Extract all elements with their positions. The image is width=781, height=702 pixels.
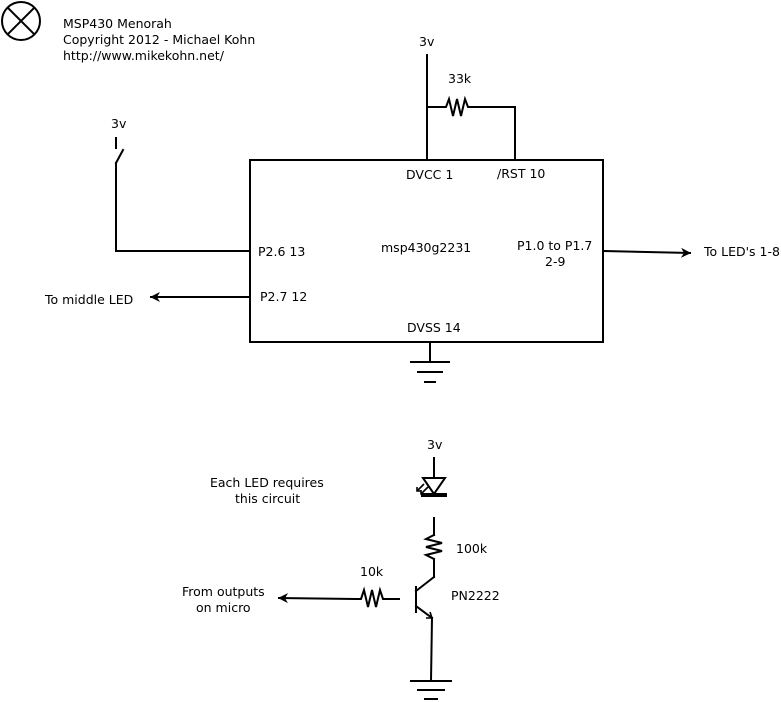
pin-rst: /RST 10 <box>497 166 545 181</box>
supply-label-switch: 3v <box>111 116 127 131</box>
pin-p26: P2.6 13 <box>258 244 305 259</box>
lamp-symbol-icon <box>1 1 41 41</box>
note-line-2: this circuit <box>235 491 300 506</box>
from-outputs-line-2: on micro <box>196 600 251 615</box>
pin-p1-range: P1.0 to P1.7 <box>517 238 592 253</box>
ground-icon <box>410 361 450 383</box>
supply-label-top: 3v <box>419 34 435 49</box>
copyright-text: Copyright 2012 - Michael Kohn <box>63 32 255 47</box>
base-input-arrow <box>277 593 357 604</box>
chip-name: msp430g2231 <box>381 240 471 255</box>
emitter-wire <box>429 616 434 683</box>
pullup-resistor-icon <box>426 95 516 160</box>
switch-icon <box>114 137 125 165</box>
ground-icon-led <box>410 680 452 700</box>
pin-dvcc: DVCC 1 <box>406 167 453 182</box>
pin-p1-numbers: 2-9 <box>545 254 565 269</box>
switch-wire <box>115 162 250 252</box>
pullup-resistor-label: 33k <box>448 71 472 86</box>
from-outputs-line-1: From outputs <box>182 584 265 599</box>
supply-label-led: 3v <box>427 437 443 452</box>
pin-p27: P2.7 12 <box>260 289 307 304</box>
pin-dvss: DVSS 14 <box>407 320 461 335</box>
resistor-icon <box>423 533 443 561</box>
npn-transistor-icon <box>414 575 436 620</box>
base-resistor-icon <box>354 586 400 608</box>
note-line-1: Each LED requires <box>210 475 324 490</box>
website-url: http://www.mikekohn.net/ <box>63 48 225 63</box>
led-icon <box>416 477 447 497</box>
to-leds-label: To LED's 1-8 <box>703 244 780 259</box>
led-resistor-label: 100k <box>456 541 488 556</box>
base-resistor-label: 10k <box>360 564 384 579</box>
transistor-label: PN2222 <box>451 588 500 603</box>
led-outputs-arrow <box>602 247 692 258</box>
diagram-title: MSP430 Menorah <box>63 16 172 31</box>
to-middle-led-label: To middle LED <box>44 292 133 307</box>
